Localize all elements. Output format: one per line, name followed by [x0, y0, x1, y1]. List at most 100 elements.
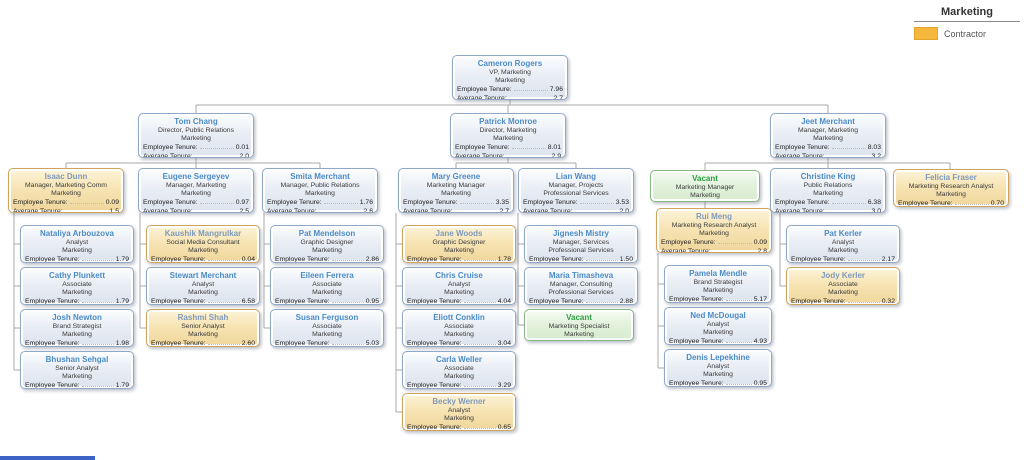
employee-title: Social Media Consultant: [166, 239, 240, 246]
tenure-value: 1.79: [115, 298, 129, 305]
employee-name: Eugene Sergeyev: [162, 172, 230, 181]
employee-tenure-row: Employee Tenure:0.70: [894, 199, 1008, 207]
employee-title: Graphic Designer: [432, 239, 486, 246]
horizontal-scrollbar-thumb[interactable]: [0, 456, 95, 460]
employee-name: Mary Greene: [431, 172, 481, 181]
dotted-leader: [463, 302, 496, 303]
employee-department: Marketing: [441, 190, 471, 197]
employee-department: Marketing: [813, 190, 843, 197]
employee-tenure-row: Employee Tenure:0.95: [665, 379, 771, 387]
employee-title: Analyst: [65, 239, 89, 246]
employee-department: Marketing: [936, 191, 966, 198]
tenure-label: Average Tenure:: [143, 208, 193, 213]
tenure-label: Employee Tenure:: [669, 296, 724, 303]
tenure-label: Employee Tenure:: [267, 199, 322, 206]
employee-name: Tom Chang: [174, 117, 218, 126]
average-tenure-row: Average Tenure:2.5: [139, 207, 253, 213]
dotted-leader: [725, 342, 752, 343]
employee-name: Maria Timasheva: [548, 271, 614, 280]
employee-name: Christine King: [800, 172, 856, 181]
employee-title: Manager, Marketing Comm: [25, 182, 107, 189]
tenure-value: 7.96: [549, 86, 563, 93]
employee-tenure-row: Employee Tenure:6.38: [771, 198, 885, 207]
employee-tenure-row: Employee Tenure:5.03: [271, 339, 383, 346]
employee-department: Marketing: [312, 247, 342, 254]
employee-department: Marketing: [312, 331, 342, 338]
employee-tenure-row: Employee Tenure:4.93: [665, 337, 771, 344]
employee-tenure-row: Employee Tenure:8.01: [451, 143, 565, 152]
dotted-leader: [513, 90, 548, 91]
tenure-value: 0.09: [753, 239, 767, 246]
tenure-value: 0.65: [497, 424, 511, 431]
tenure-label: Employee Tenure:: [898, 200, 953, 207]
employee-department: Marketing: [495, 77, 525, 84]
employee-department: Marketing: [444, 247, 474, 254]
tenure-value: 1.5: [109, 208, 119, 213]
employee-title: Marketing Specialist: [548, 323, 610, 330]
tenure-label: Employee Tenure:: [669, 380, 724, 387]
employee-department: Marketing: [813, 135, 843, 142]
employee-title: Manager, Consulting: [549, 281, 613, 288]
tenure-label: Employee Tenure:: [775, 199, 830, 206]
employee-department: Marketing: [51, 190, 81, 197]
tenure-label: Employee Tenure:: [529, 298, 584, 305]
employee-tenure-row: Employee Tenure:0.32: [787, 297, 899, 304]
employee-department: Marketing: [305, 190, 335, 197]
average-tenure-row: Average Tenure:2.0: [519, 207, 633, 212]
tenure-value: 2.88: [619, 298, 633, 305]
employee-department: Professional Services: [543, 190, 609, 197]
tenure-label: Employee Tenure:: [151, 298, 206, 305]
employee-department: Marketing: [188, 331, 218, 338]
tenure-value: 2.0: [239, 153, 249, 158]
dotted-leader: [319, 212, 362, 213]
dotted-leader: [585, 302, 618, 303]
employee-department: Marketing: [703, 287, 733, 294]
tenure-value: 0.04: [241, 256, 255, 263]
employee-title: Analyst: [831, 239, 855, 246]
employee-name: Jeet Merchant: [801, 117, 855, 126]
employee-name: Jignesh Mistry: [552, 229, 609, 238]
employee-tenure-row: Employee Tenure:0.65: [403, 423, 515, 431]
dotted-leader: [195, 212, 238, 213]
employee-title: Associate: [312, 281, 342, 288]
employee-tenure-row: Employee Tenure:2.60: [147, 339, 259, 346]
tenure-value: 2.9: [551, 153, 561, 158]
employee-tenure-row: Employee Tenure:1.76: [263, 198, 377, 207]
